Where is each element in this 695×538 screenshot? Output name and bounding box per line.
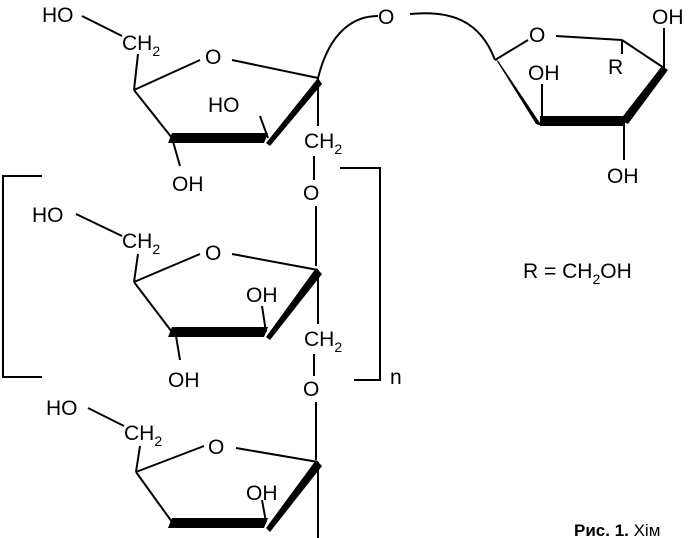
glucose-oh2: OH <box>528 62 560 85</box>
bottom-ring-o: O <box>208 436 224 459</box>
bond <box>494 39 529 61</box>
linkage-o: O <box>378 6 394 29</box>
bond <box>81 15 123 37</box>
bridge1-ch2: CH2 <box>304 130 342 157</box>
bond <box>87 407 125 427</box>
repeat-fructose-ring: HO CH2 O OH OH <box>32 204 322 392</box>
bond <box>317 15 379 79</box>
bond <box>75 213 123 237</box>
bridge-1: CH2 O <box>303 78 342 266</box>
repeat-n: n <box>390 366 402 389</box>
bottom-fructose-ring: HO CH2 O OH <box>46 397 322 538</box>
wedge-bond <box>266 268 322 340</box>
bond <box>555 35 623 41</box>
bond <box>135 471 173 523</box>
wedge-bond <box>266 78 322 146</box>
bold-bond <box>168 133 268 143</box>
wedge-bond <box>266 460 322 532</box>
glucose-ring-o: O <box>529 24 545 47</box>
bold-bond <box>168 518 268 528</box>
wedge-bond <box>495 58 542 126</box>
repeat-oh3-label: OH <box>246 284 278 307</box>
top-fructose-ring: HO CH2 O HO OH <box>42 4 322 196</box>
bridge1-o: O <box>303 182 319 205</box>
bond <box>133 53 139 91</box>
bridge-2: CH2 O <box>303 270 342 460</box>
bold-bond <box>168 327 268 337</box>
left-bracket <box>2 175 42 378</box>
bond <box>133 253 201 283</box>
bottom-ho-label: HO <box>46 397 78 420</box>
bond <box>409 12 496 61</box>
bridge2-ch2: CH2 <box>304 328 342 355</box>
wedge-bond <box>620 66 668 124</box>
bottom-ch2-label: CH2 <box>124 422 162 449</box>
glucose-r-label: R <box>608 56 623 79</box>
bond <box>231 59 319 79</box>
top-oh4-label: OH <box>172 173 204 196</box>
bridge2-o: O <box>303 378 319 401</box>
bond <box>133 281 173 333</box>
bottom-oh3-label: OH <box>246 482 278 505</box>
bond <box>231 253 319 271</box>
bond <box>133 253 139 283</box>
figure-caption: Рис. 1. Хім <box>574 521 660 538</box>
repeat-oh4-label: OH <box>168 369 200 392</box>
bond <box>261 305 267 333</box>
bond <box>175 335 181 361</box>
repeat-ch2-label: CH2 <box>122 230 160 257</box>
r-definition: R = CH2OH <box>523 260 632 287</box>
bond <box>133 59 201 91</box>
glycosidic-linkage: O <box>317 6 496 79</box>
bold-bond <box>540 116 624 126</box>
bond <box>135 445 141 473</box>
bond <box>171 137 181 167</box>
top-ch2-label: CH2 <box>122 32 160 59</box>
glucose-oh1: OH <box>652 6 684 29</box>
bond <box>235 447 319 463</box>
repeat-ring-o: O <box>205 242 221 265</box>
bond <box>259 115 269 139</box>
top-ho3-label: HO <box>208 94 240 117</box>
top-ring-o: O <box>205 46 221 69</box>
right-bracket <box>340 167 381 381</box>
repeat-bracket: n <box>2 167 402 389</box>
bond <box>261 499 267 523</box>
glucose-oh3: OH <box>607 165 639 188</box>
bond <box>135 445 205 473</box>
bond <box>621 39 665 69</box>
glucose-ring: O OH R OH OH <box>494 6 684 188</box>
repeat-ho-label: HO <box>32 204 64 227</box>
bond <box>133 89 173 139</box>
top-ho-label: HO <box>42 4 74 27</box>
